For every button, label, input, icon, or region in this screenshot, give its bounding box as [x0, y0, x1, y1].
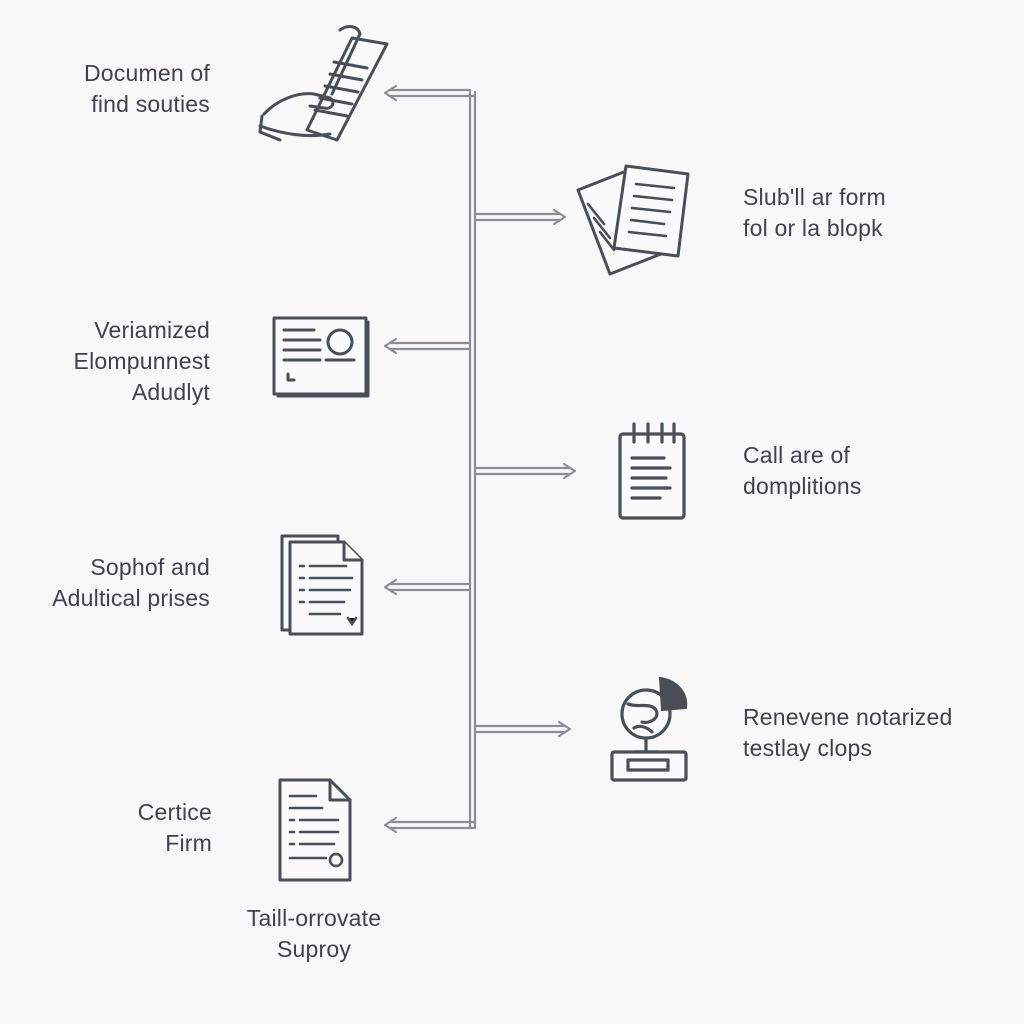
- label-line: Adultical prises: [52, 585, 210, 611]
- arrow-left-2: [383, 337, 472, 355]
- notary-stamp-icon: [610, 676, 688, 782]
- right-node-label-3: Renevene notarized testlay clops: [743, 702, 952, 764]
- label-line: Certice: [137, 799, 212, 825]
- label-line: Taill-orrovate: [246, 905, 382, 931]
- label-line: Adudlyt: [131, 379, 210, 405]
- left-node-label-3: Sophof and Adultical prises: [52, 552, 210, 614]
- certificate-card-icon: [272, 316, 370, 398]
- arrow-right-2: [473, 462, 577, 480]
- label-line: Renevene notarized: [743, 704, 953, 730]
- label-line: find souties: [91, 91, 210, 117]
- document-hand-icon: [258, 25, 389, 142]
- label-line: Sophof and: [90, 554, 210, 580]
- arrow-left-3: [383, 578, 472, 596]
- label-line: Slub'll ar form: [743, 184, 886, 210]
- label-line: Suproy: [276, 936, 352, 962]
- label-line: Documen of: [83, 60, 210, 86]
- footer-label: Taill-orrovate Suproy: [214, 903, 414, 965]
- label-line: domplitions: [743, 473, 862, 499]
- page-with-seal-icon: [278, 778, 352, 882]
- label-line: testlay clops: [743, 735, 873, 761]
- right-node-label-1: Slub'll ar form fol or la blopk: [743, 182, 886, 244]
- arrow-right-3: [473, 720, 572, 738]
- left-node-label-2: Veriamized Elompunnest Adudlyt: [74, 315, 210, 408]
- arrow-left-4: [383, 816, 477, 834]
- label-line: Firm: [165, 830, 212, 856]
- two-papers-icon: [576, 164, 690, 276]
- label-line: Elompunnest: [73, 348, 210, 374]
- arrow-left-1: [383, 84, 477, 102]
- label-line: Veriamized: [94, 317, 210, 343]
- arrow-right-1: [473, 208, 567, 226]
- label-line: fol or la blopk: [743, 215, 883, 241]
- label-line: Call are of: [743, 442, 851, 468]
- notepad-icon: [618, 422, 686, 520]
- right-node-label-2: Call are of domplitions: [743, 440, 862, 502]
- left-node-label-4: Certice Firm: [138, 797, 212, 859]
- left-node-label-1: Documen of find souties: [84, 58, 210, 120]
- stacked-document-icon: [280, 534, 364, 636]
